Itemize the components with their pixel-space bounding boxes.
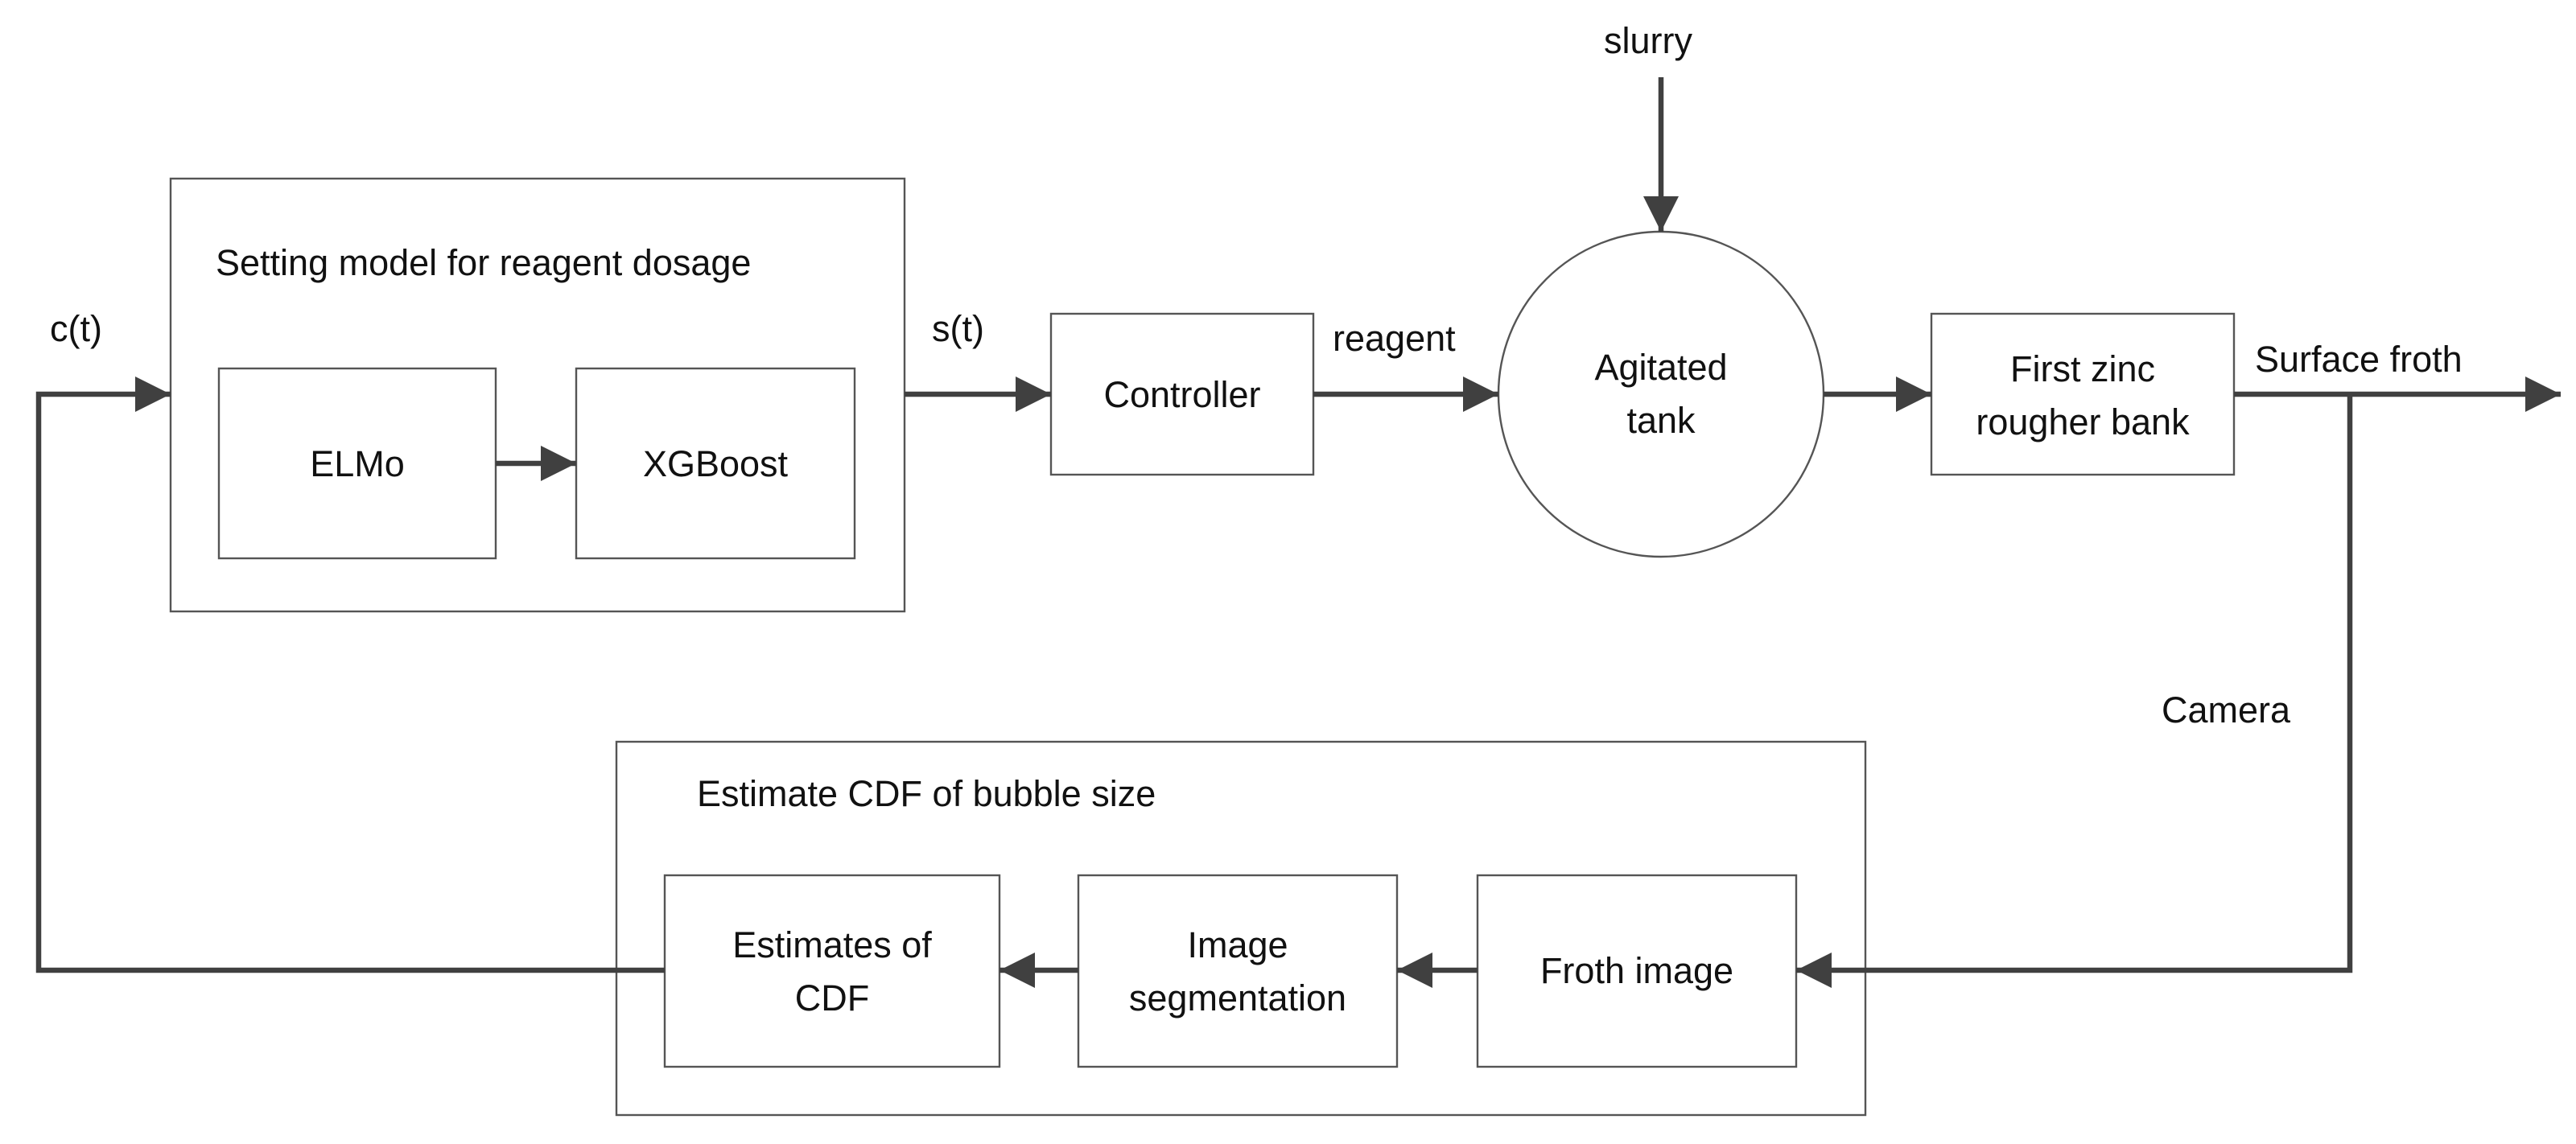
estimates-of-cdf-label-line2: CDF — [795, 977, 869, 1018]
feedback-ct-arrow — [35, 377, 665, 973]
image-segmentation-box — [1077, 874, 1399, 1068]
ct-label: c(t) — [50, 308, 102, 349]
controller-label: Controller — [1103, 374, 1260, 415]
xgboost-box — [575, 367, 856, 560]
reagent-label: reagent — [1333, 318, 1456, 359]
froth-image-label: Froth image — [1540, 950, 1733, 991]
rougher-bank-label-line1: First zinc — [2010, 348, 2155, 389]
st-label: s(t) — [932, 308, 984, 349]
image-segmentation-label-line1: Image — [1187, 924, 1288, 965]
rougher-bank-box — [1930, 312, 2236, 476]
elmo-label: ELMo — [310, 443, 405, 484]
camera-feed-arrow — [1796, 394, 2353, 988]
agitated-tank-label-line2: tank — [1626, 400, 1696, 441]
estimate-cdf-title: Estimate CDF of bubble size — [697, 773, 1156, 814]
controller-box — [1049, 312, 1315, 476]
slurry-label: slurry — [1604, 20, 1692, 61]
agitated-tank-label-line1: Agitated — [1594, 347, 1727, 388]
camera-label: Camera — [2162, 689, 2291, 730]
estimates-of-cdf-label-line1: Estimates of — [732, 924, 932, 965]
rougher-bank-label-line2: rougher bank — [1976, 401, 2190, 442]
xgboost-label: XGBoost — [643, 443, 789, 484]
surface-froth-label: Surface froth — [2255, 339, 2463, 380]
agitated-tank-circle — [1497, 230, 1825, 558]
image-segmentation-label-line2: segmentation — [1129, 977, 1346, 1018]
setting-model-title: Setting model for reagent dosage — [216, 242, 751, 283]
estimates-of-cdf-box — [663, 874, 1001, 1068]
elmo-box — [217, 367, 497, 560]
froth-image-box — [1476, 874, 1798, 1068]
